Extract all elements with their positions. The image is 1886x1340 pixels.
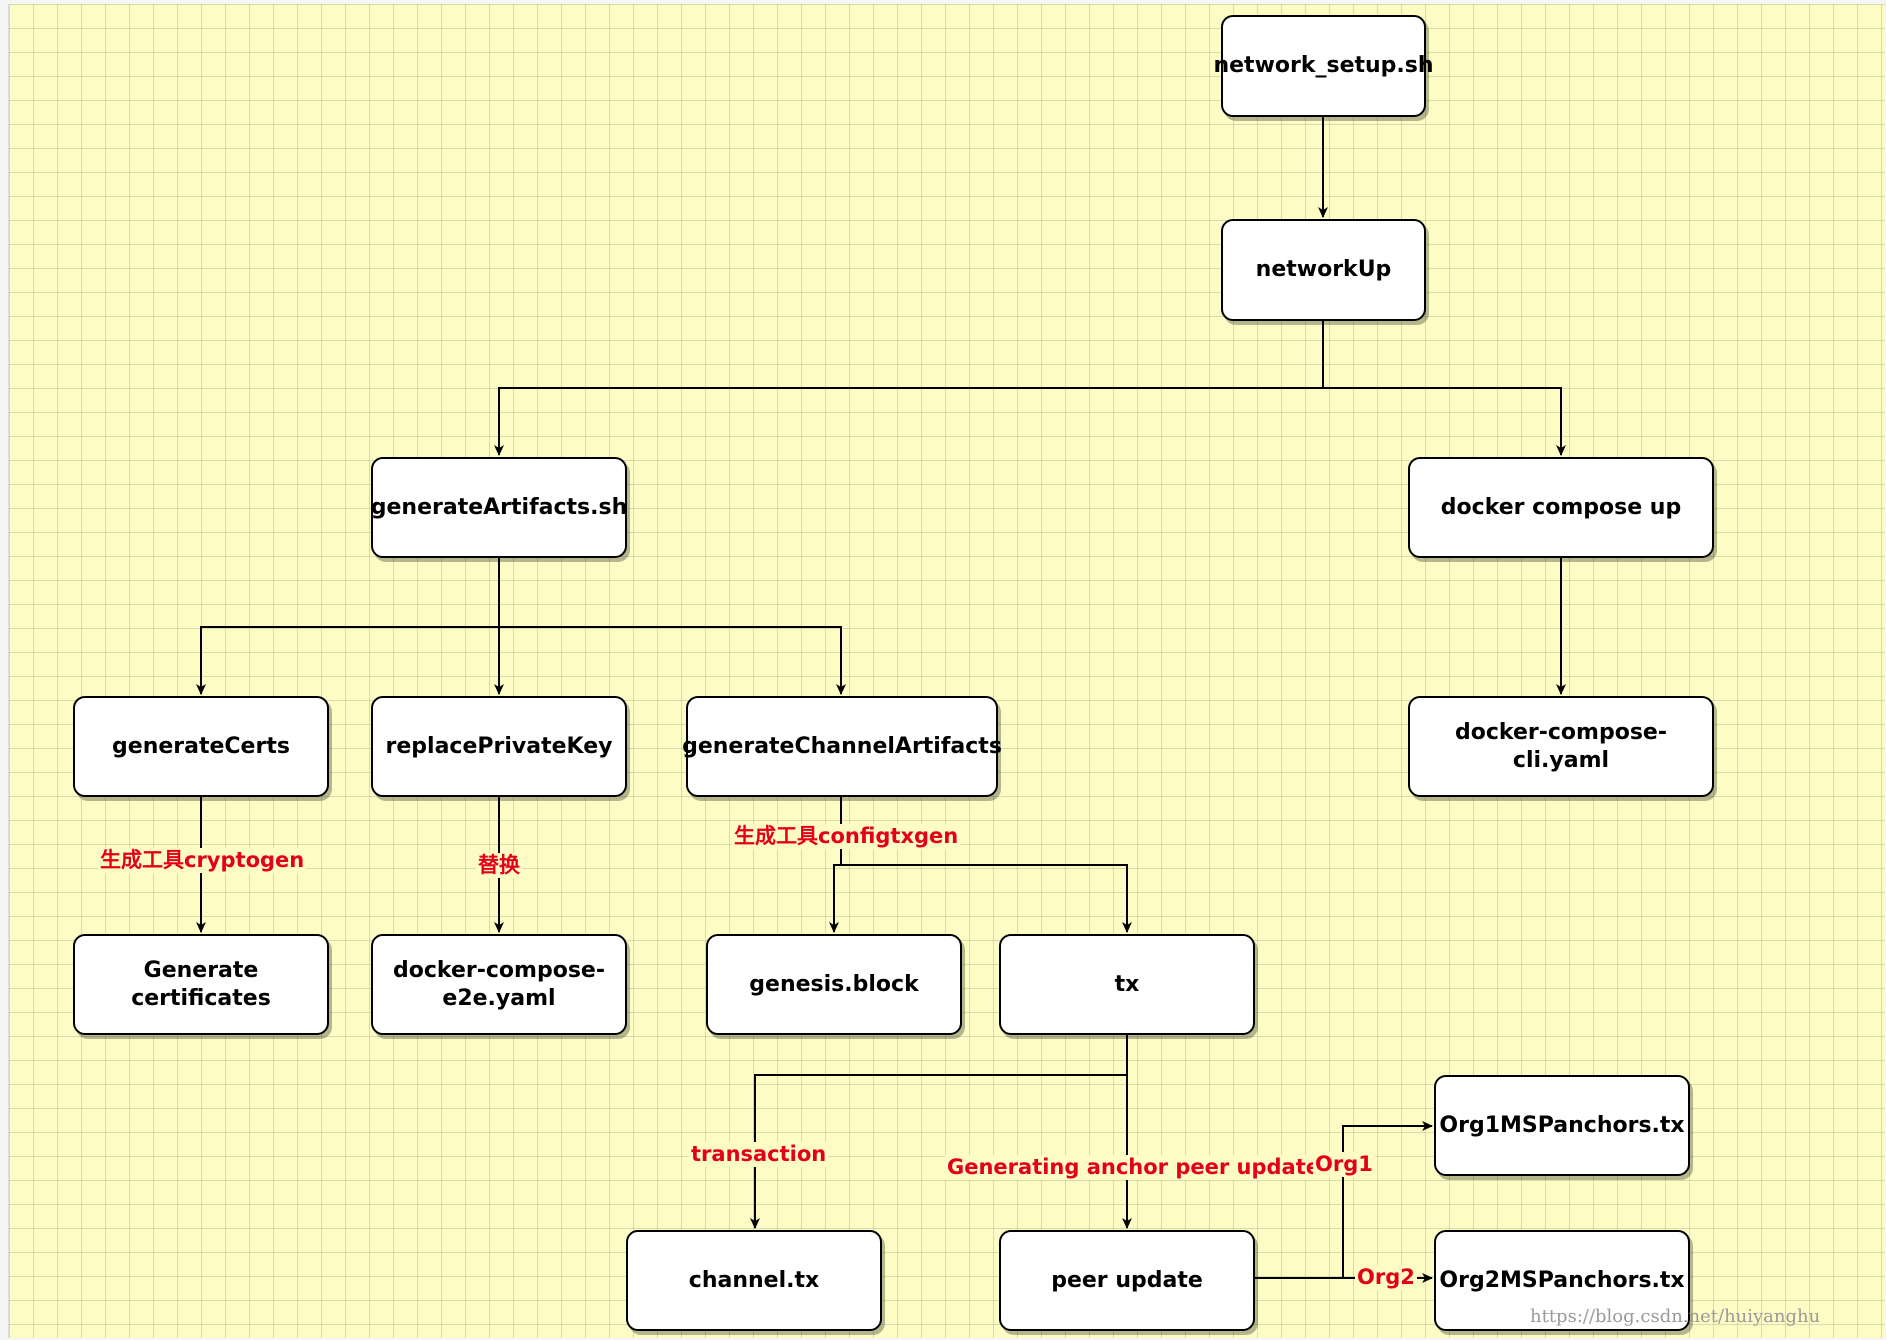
- edge-label-replace: 替换: [476, 853, 522, 879]
- edge-artifacts-to-generatecerts: [196, 558, 500, 695]
- edge-label-org2: Org2: [1355, 1265, 1417, 1291]
- edge-artifacts-to-channelartifacts: [499, 626, 846, 695]
- node-channel-tx[interactable]: channel.tx: [626, 1230, 882, 1331]
- node-networkup[interactable]: networkUp: [1221, 219, 1426, 321]
- node-generate-certificates[interactable]: Generate certificates: [73, 934, 329, 1035]
- edge-label-transaction: transaction: [689, 1142, 829, 1168]
- edge-label-configtxgen: 生成工具configtxgen: [732, 824, 961, 850]
- edge-label-cryptogen: 生成工具cryptogen: [98, 848, 307, 874]
- edge-label-org1: Org1: [1313, 1152, 1375, 1178]
- edge-label-anchor-update: Generating anchor peer update: [945, 1155, 1322, 1181]
- edge-channelartifacts-to-genesis: [829, 797, 842, 933]
- node-org1-anchors[interactable]: Org1MSPanchors.tx: [1434, 1075, 1690, 1176]
- diagram-canvas: [8, 4, 1885, 1338]
- edge-networkup-to-generateartifacts: [494, 321, 1324, 456]
- node-tx[interactable]: tx: [999, 934, 1255, 1035]
- edge-tx-to-channeltx: [750, 1035, 1128, 1229]
- node-generate-certs[interactable]: generateCerts: [73, 696, 329, 797]
- edge-networkup-to-docker-compose-up: [1323, 387, 1566, 456]
- node-org2-anchors[interactable]: Org2MSPanchors.tx: [1434, 1230, 1690, 1331]
- node-docker-compose-cli[interactable]: docker-compose-cli.yaml: [1408, 696, 1714, 797]
- node-genesis-block[interactable]: genesis.block: [706, 934, 962, 1035]
- node-docker-compose-up[interactable]: docker compose up: [1408, 457, 1714, 558]
- edge-channelartifacts-to-tx: [841, 864, 1132, 933]
- edge-peerupdate-to-org1: [1253, 1121, 1433, 1279]
- node-network-setup[interactable]: network_setup.sh: [1213, 15, 1434, 117]
- node-generate-artifacts[interactable]: generateArtifacts.sh: [371, 457, 627, 558]
- watermark: https://blog.csdn.net/huiyanghu: [1530, 1306, 1821, 1327]
- node-peer-update[interactable]: peer update: [999, 1230, 1255, 1331]
- node-replace-private-key[interactable]: replacePrivateKey: [371, 696, 627, 797]
- node-generate-channel-artifacts[interactable]: generateChannelArtifacts: [682, 696, 1002, 797]
- node-docker-compose-e2e[interactable]: docker-compose- e2e.yaml: [371, 934, 627, 1035]
